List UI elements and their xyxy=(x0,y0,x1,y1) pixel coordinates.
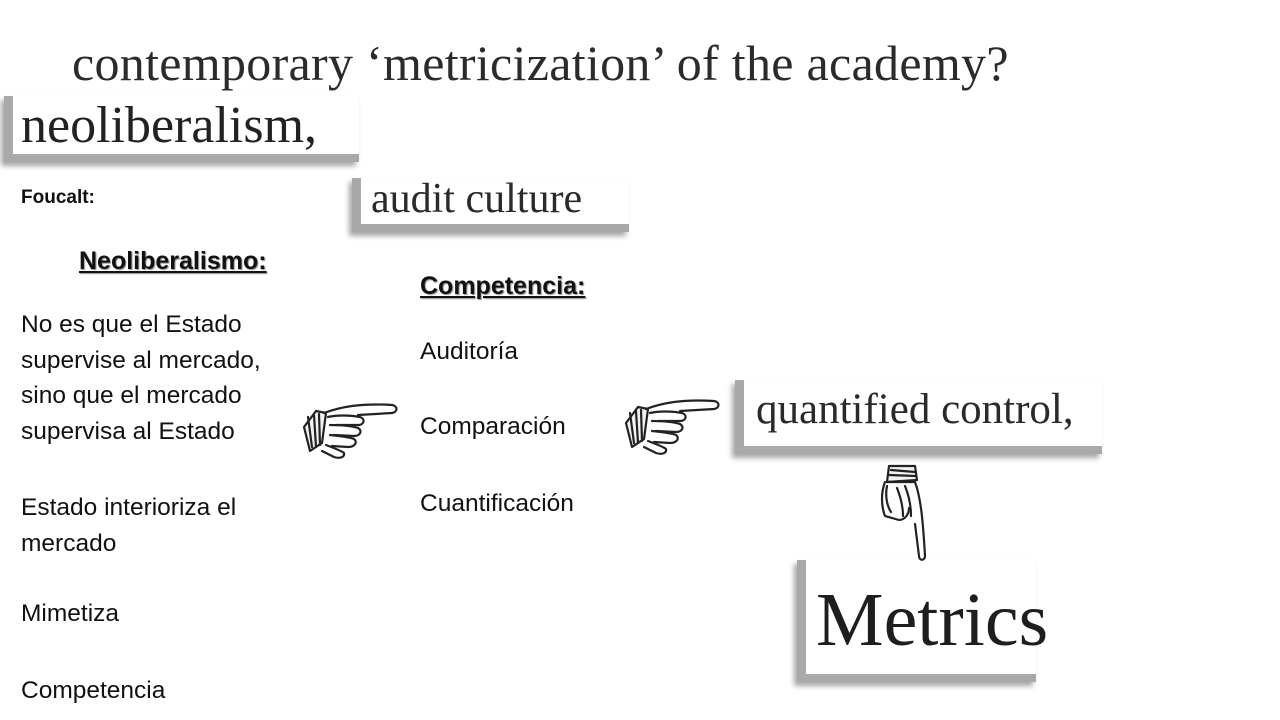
clipping-neoliberalism: neoliberalism, xyxy=(4,96,359,162)
slide-title: contemporary ‘metricization’ of the acad… xyxy=(72,35,1009,91)
pointing-hand-right-icon xyxy=(624,399,720,455)
neoliberalismo-heading: Neoliberalismo: xyxy=(79,247,267,275)
clipping-metrics-text: Metrics xyxy=(816,578,1049,662)
estado-line: Estado interioriza el xyxy=(21,494,237,521)
clipping-metrics: Metrics xyxy=(797,560,1048,682)
clipping-audit-culture: audit culture xyxy=(352,178,629,232)
competencia-text: Competencia xyxy=(21,677,166,704)
mimetiza-text: Mimetiza xyxy=(21,600,120,627)
neoliberalismo-paragraph: No es que el Estado supervise al mercado… xyxy=(21,307,321,449)
foucalt-label: Foucalt: xyxy=(21,187,95,208)
clipping-quantified-control: quantified control, xyxy=(735,380,1102,454)
clipping-neoliberalism-text: neoliberalism, xyxy=(21,97,318,154)
competencia-heading: Competencia: xyxy=(420,272,586,300)
estado-line: mercado xyxy=(21,529,117,557)
paragraph-line: supervise al mercado, xyxy=(21,346,261,374)
estado-interioriza-text: Estado interioriza el mercado xyxy=(21,490,321,561)
cuantificacion-item: Cuantificación xyxy=(420,490,574,517)
pointing-hand-down-icon xyxy=(880,464,927,561)
paragraph-line: sino que el mercado xyxy=(21,382,242,410)
clipping-audit-culture-text: audit culture xyxy=(371,176,583,222)
paragraph-line: supervisa al Estado xyxy=(21,417,235,445)
paragraph-line: No es que el Estado xyxy=(21,311,242,338)
clipping-quantified-control-text: quantified control, xyxy=(756,386,1074,433)
comparacion-item: Comparación xyxy=(420,413,566,440)
pointing-hand-right-icon xyxy=(302,403,398,459)
auditoria-item: Auditoría xyxy=(420,338,519,365)
